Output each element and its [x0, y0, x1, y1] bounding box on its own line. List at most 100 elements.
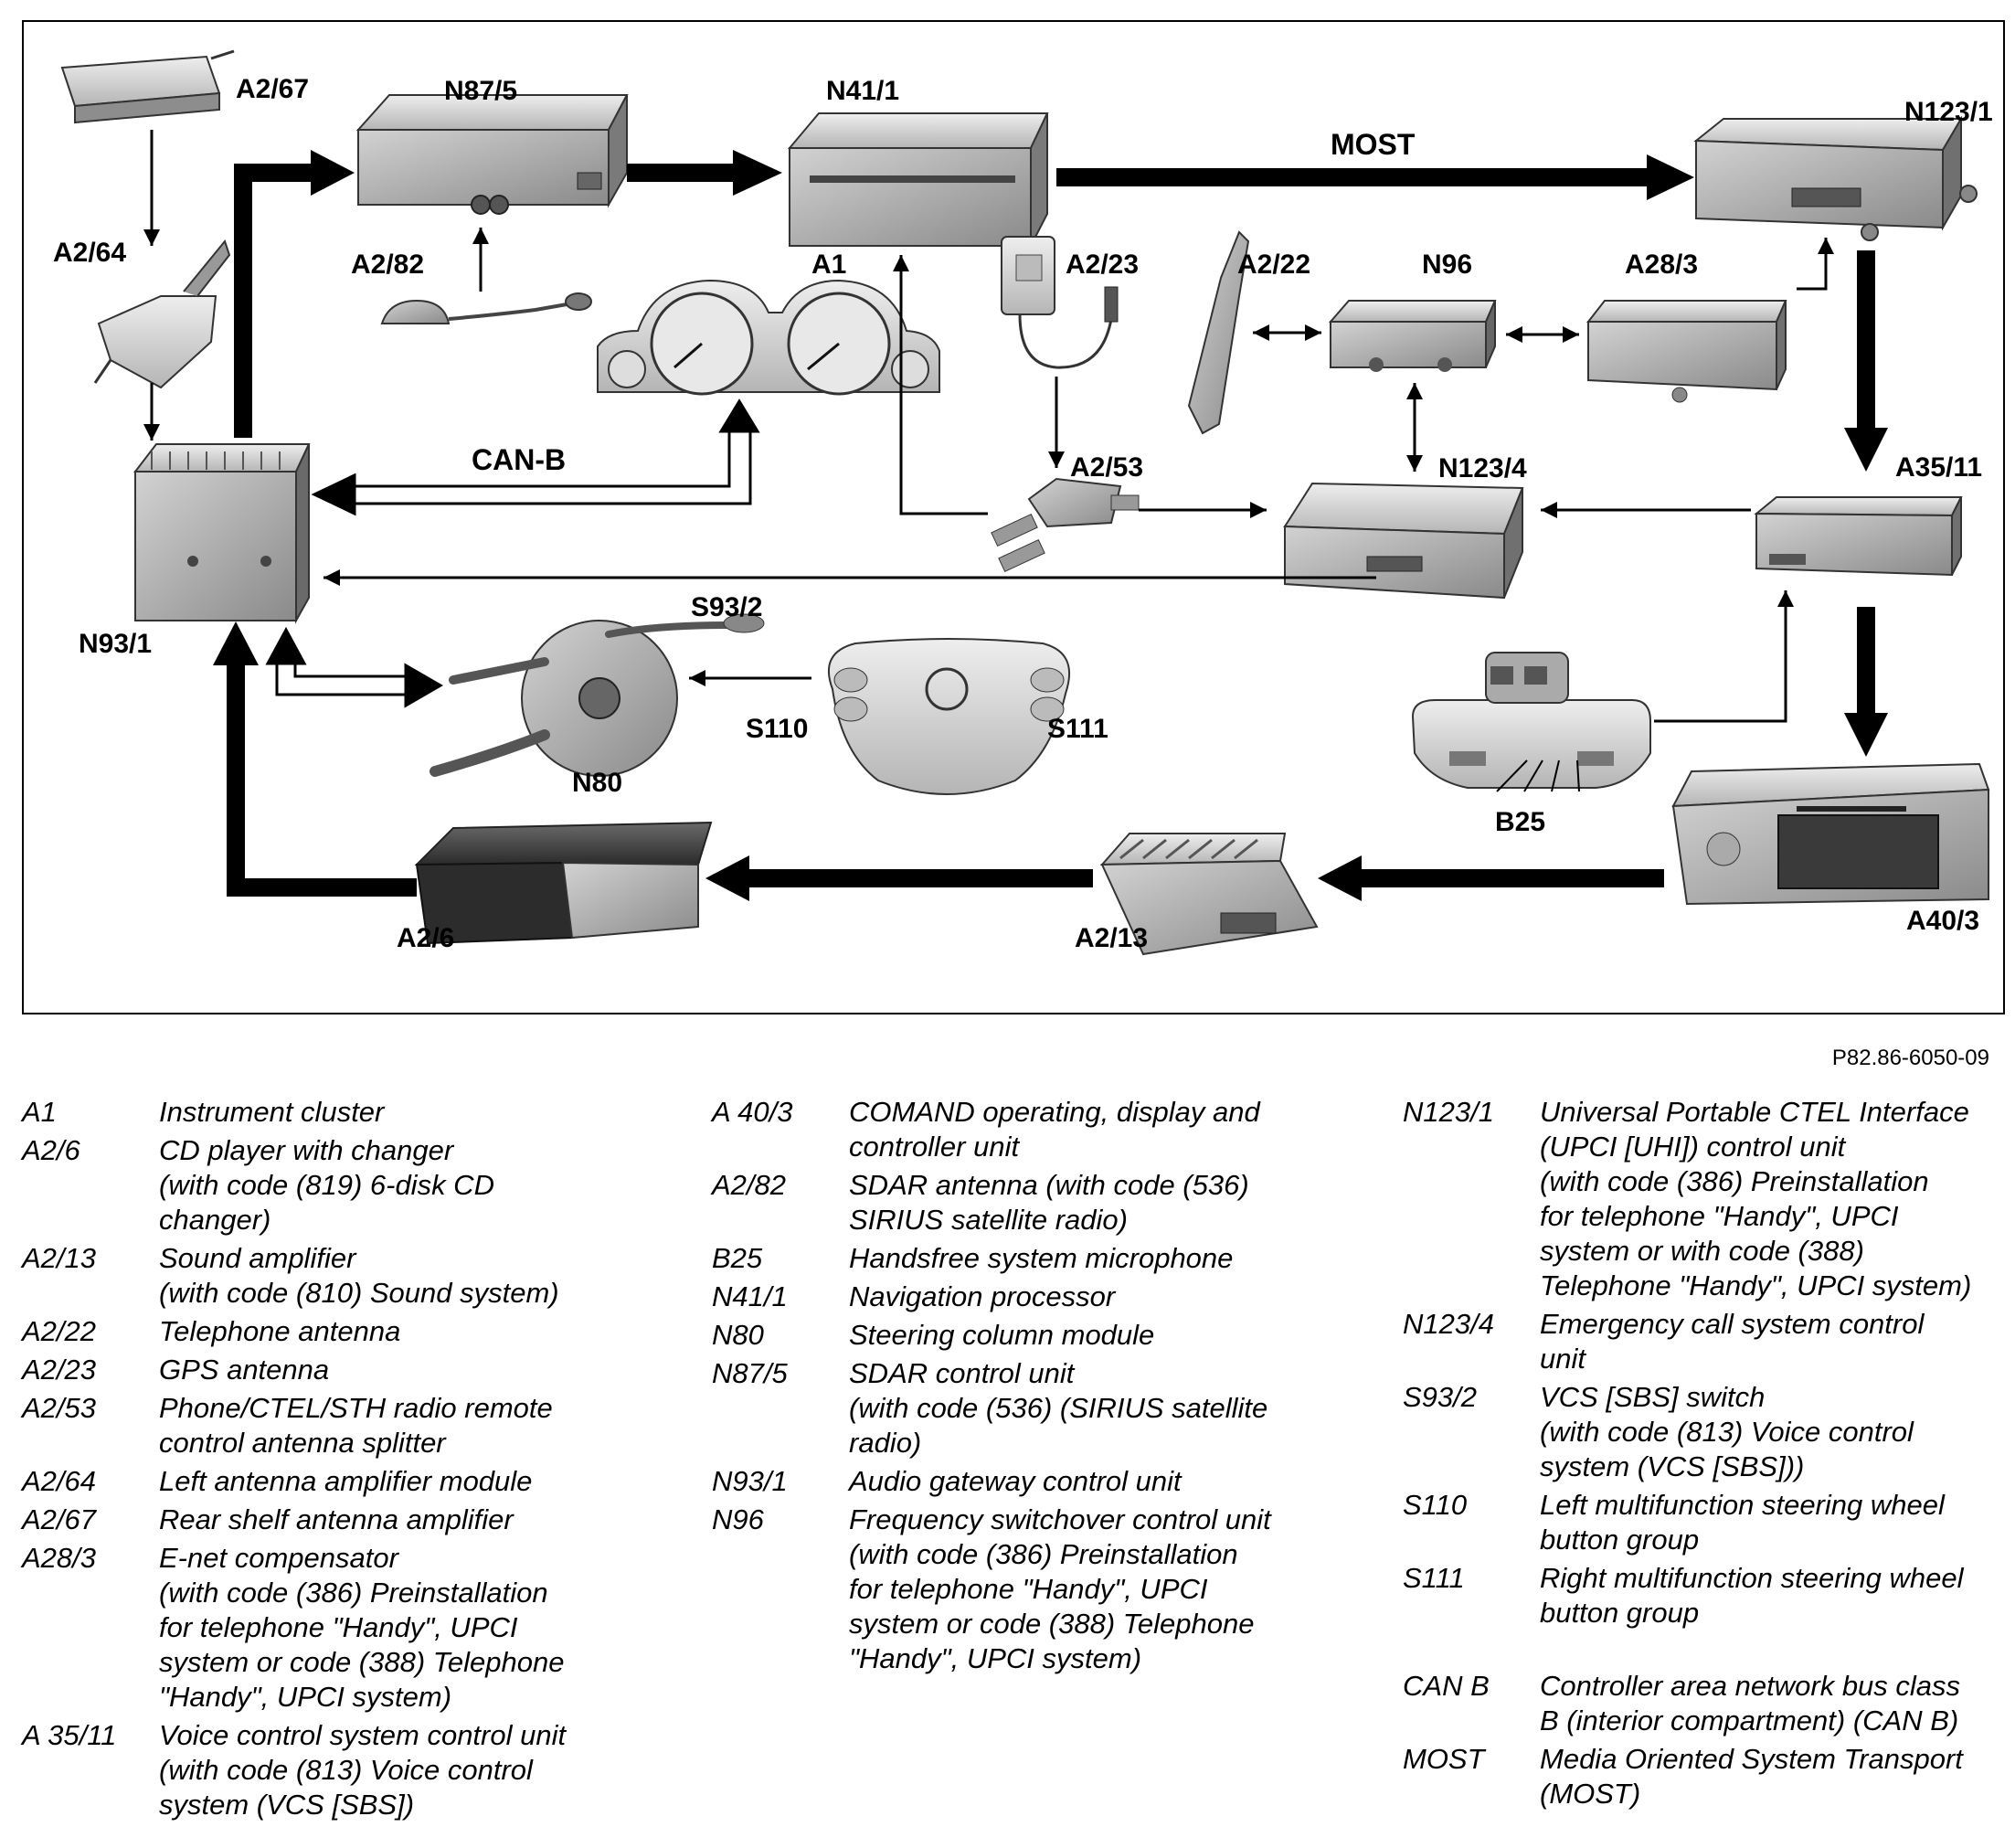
legend-description: Rear shelf antenna amplifier [159, 1503, 514, 1535]
legend-code: A2/82 [712, 1169, 787, 1201]
diagram-frame: A2/67 N87/5 N41/1 N123/1 A2/64 A2/82 A1 … [22, 20, 2005, 1014]
legend-code: A2/23 [22, 1354, 97, 1386]
legend-description: Sound amplifier (with code (810) Sound s… [159, 1242, 559, 1309]
label-s111: S111 [1047, 714, 1108, 744]
component-a2-53 [991, 477, 1140, 573]
label-s110: S110 [746, 714, 808, 744]
label-can-b: CAN-B [472, 443, 566, 476]
legend-description: CD player with changer (with code (819) … [159, 1134, 494, 1236]
most-arrowhead-n41-1 [733, 150, 782, 196]
most-arrowhead-n93-1 [213, 621, 259, 665]
legend-code: A2/67 [22, 1503, 97, 1535]
legend-code: N123/1 [1403, 1096, 1494, 1128]
label-a2-23: A2/23 [1066, 250, 1139, 280]
label-n93-1: N93/1 [79, 629, 152, 659]
label-a2-53: A2/53 [1070, 452, 1143, 483]
most-bus-connections [213, 150, 1888, 901]
legend-entry: A2/64 Left antenna amplifier module [22, 1464, 662, 1499]
b25-to-a35-11 [1654, 590, 1794, 723]
component-n96 [1328, 300, 1497, 372]
legend-description: Frequency switchover control unit (with … [849, 1503, 1271, 1674]
legend-code: N41/1 [712, 1280, 788, 1312]
can-b-bus-connections [265, 398, 760, 708]
legend-code: N93/1 [712, 1465, 788, 1497]
label-n80: N80 [572, 768, 622, 798]
legend-code: A2/13 [22, 1242, 97, 1274]
legend-code: A2/64 [22, 1465, 97, 1497]
component-steering-wheel [828, 638, 1070, 795]
signal-connections [143, 130, 1834, 723]
legend-description: Voice control system control unit (with … [159, 1719, 567, 1821]
legend-description: Left multifunction steering wheel button… [1540, 1489, 1945, 1556]
label-a2-13: A2/13 [1075, 923, 1148, 953]
most-arrowhead-a2-6 [705, 855, 749, 901]
can-b-arrowhead-n93-1 [311, 473, 356, 516]
legend-description: Steering column module [849, 1319, 1155, 1351]
legend-code: N80 [712, 1319, 764, 1351]
legend-code: A2/6 [22, 1134, 80, 1166]
most-arrowhead-a40-3 [1844, 713, 1888, 757]
legend-description: Left antenna amplifier module [159, 1465, 533, 1497]
component-n87-5 [355, 94, 629, 215]
label-n123-1: N123/1 [1904, 97, 1993, 127]
label-a2-22: A2/22 [1237, 250, 1310, 280]
component-a2-67 [60, 49, 235, 124]
label-n41-1: N41/1 [826, 76, 899, 106]
component-n123-4 [1283, 482, 1524, 600]
label-a1: A1 [811, 250, 846, 280]
legend-entry: A2/6 CD player with changer (with code (8… [22, 1133, 662, 1237]
label-a35-11: A35/11 [1895, 452, 1982, 483]
legend-column-3: N123/1 Universal Portable CTEL Interface … [1403, 1095, 2015, 1815]
component-a2-22 [1187, 230, 1250, 435]
component-n80 [430, 613, 765, 777]
legend-code: CAN B [1403, 1670, 1490, 1702]
most-arrowhead-a35-11 [1844, 428, 1888, 472]
legend-code: S111 [1403, 1562, 1465, 1594]
component-a1 [597, 279, 940, 396]
can-b-arrowhead-n80 [404, 663, 443, 708]
component-b25 [1411, 652, 1651, 792]
most-arrowhead-n87-5 [311, 150, 355, 196]
legend-spacer [1403, 1634, 2015, 1669]
component-a35-11 [1754, 496, 1963, 577]
component-a2-23 [1001, 236, 1119, 369]
legend-description: Audio gateway control unit [849, 1465, 1182, 1497]
legend-description: Controller area network bus class B (int… [1540, 1670, 1961, 1736]
label-a2-6: A2/6 [397, 923, 454, 953]
legend-description: Emergency call system control unit [1540, 1308, 1925, 1375]
legend-code: A 40/3 [712, 1096, 793, 1128]
legend-entry: N123/1 Universal Portable CTEL Interface … [1403, 1095, 2015, 1303]
legend-description: Instrument cluster [159, 1096, 385, 1128]
component-a28-3 [1585, 300, 1787, 403]
legend-description: VCS [SBS] switch (with code (813) Voice … [1540, 1381, 1914, 1482]
component-a2-13 [1099, 833, 1319, 956]
component-a2-64 [93, 239, 231, 389]
legend-description: Navigation processor [849, 1280, 1116, 1312]
legend-description: Phone/CTEL/STH radio remote control ante… [159, 1392, 553, 1459]
most-arrowhead-a2-13 [1318, 855, 1362, 901]
network-diagram: A2/67 N87/5 N41/1 N123/1 A2/64 A2/82 A1 … [53, 49, 1993, 956]
legend-description: Media Oriented System Transport (MOST) [1540, 1743, 1963, 1810]
legend-code: A 35/11 [22, 1719, 117, 1751]
legend-code: S110 [1403, 1489, 1468, 1521]
legend-description: SDAR control unit (with code (536) (SIRI… [849, 1357, 1268, 1459]
label-a2-64: A2/64 [53, 238, 126, 268]
label-a2-82: A2/82 [351, 250, 424, 280]
legend-description: Universal Portable CTEL Interface (UPCI … [1540, 1096, 1972, 1301]
component-n93-1 [133, 443, 311, 624]
legend-description: GPS antenna [159, 1354, 330, 1386]
legend-description: Handsfree system microphone [849, 1242, 1234, 1274]
label-a40-3: A40/3 [1906, 906, 1979, 936]
component-a2-6 [414, 821, 713, 945]
